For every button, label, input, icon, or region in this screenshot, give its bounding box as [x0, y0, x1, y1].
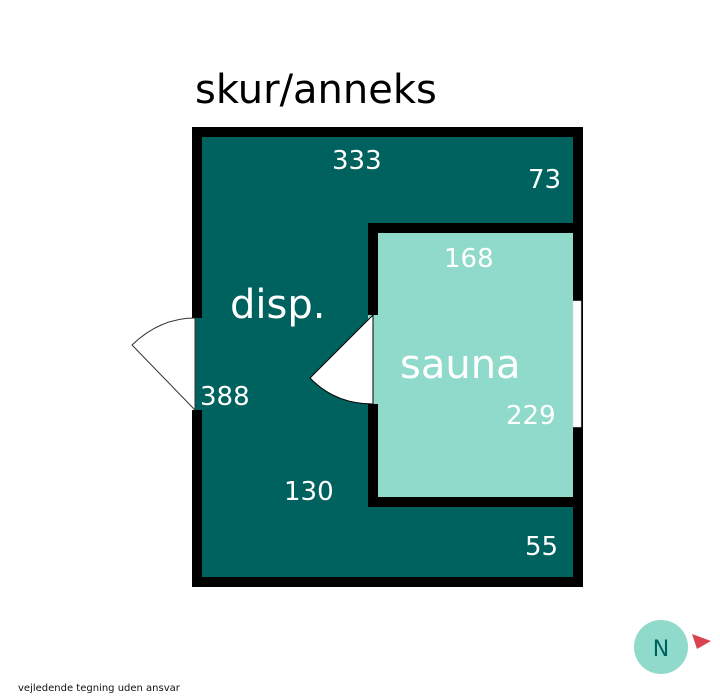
window — [572, 300, 582, 428]
entrance-opening — [192, 318, 203, 410]
dim-lower-width: 130 — [284, 477, 334, 507]
room-label-sauna: sauna — [400, 342, 521, 388]
room-sauna — [378, 233, 573, 497]
sauna-door — [309, 313, 374, 405]
entrance-door — [131, 317, 196, 412]
room-label-disp: disp. — [230, 282, 325, 328]
dim-left-height: 388 — [200, 382, 250, 412]
disclaimer: vejledende tegning uden ansvar — [18, 683, 180, 694]
compass-circle — [634, 620, 688, 674]
dim-sauna-height: 229 — [506, 401, 556, 431]
north-arrow-icon — [692, 634, 711, 649]
dim-top-right-depth: 73 — [528, 165, 561, 195]
plan-title: skur/anneks — [195, 67, 437, 113]
compass-label: N — [653, 637, 669, 662]
dim-bottom-right-depth: 55 — [525, 532, 558, 562]
dim-top-width: 333 — [332, 146, 382, 176]
dim-sauna-width: 168 — [444, 244, 494, 274]
